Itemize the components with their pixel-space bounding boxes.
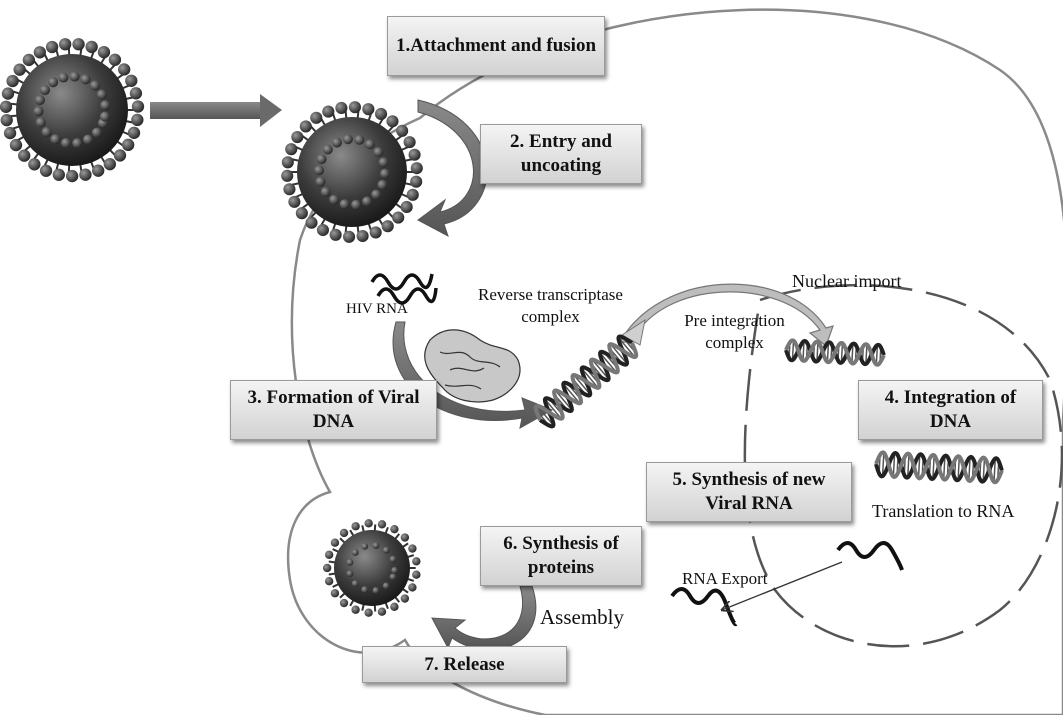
attaching-virus — [281, 101, 423, 243]
cell-membrane — [286, 8, 1063, 715]
step-formation-viral-dna: 3. Formation of Viral DNA — [230, 380, 437, 440]
label-pre-integration: Pre integration complex — [684, 311, 785, 352]
step-release: 7. Release — [362, 646, 567, 683]
free-virus — [0, 38, 145, 183]
integrated-dna — [874, 450, 1004, 485]
reverse-transcriptase-protein — [424, 329, 521, 403]
label-hiv-rna: HIV RNA — [346, 301, 408, 317]
label-translation-rna: Translation to RNA — [872, 501, 1015, 521]
released-virus — [322, 519, 421, 617]
step-integration-dna: 4. Integration of DNA — [858, 380, 1043, 440]
pre-integration-dna — [784, 338, 886, 367]
step-attachment-fusion: 1.Attachment and fusion — [387, 16, 605, 76]
label-nuclear-import: Nuclear import — [792, 271, 902, 291]
hiv-rna-strands — [370, 273, 438, 305]
viral-dna-helix — [533, 334, 639, 429]
step-synthesis-proteins: 6. Synthesis of proteins — [480, 526, 642, 586]
step-entry-uncoating: 2. Entry and uncoating — [480, 124, 642, 184]
step-synthesis-viral-rna: 5. Synthesis of new Viral RNA — [646, 462, 852, 522]
label-reverse-transcriptase: Reverse transcriptase complex — [478, 285, 623, 326]
new-rna-strands — [670, 541, 904, 627]
label-rna-export: RNA Export — [682, 569, 768, 588]
entry-arrow — [417, 99, 488, 238]
assembly-arrow — [431, 585, 537, 651]
approach-arrow — [150, 94, 282, 127]
label-assembly: Assembly — [540, 605, 624, 629]
rna-export-arrow — [722, 561, 843, 610]
